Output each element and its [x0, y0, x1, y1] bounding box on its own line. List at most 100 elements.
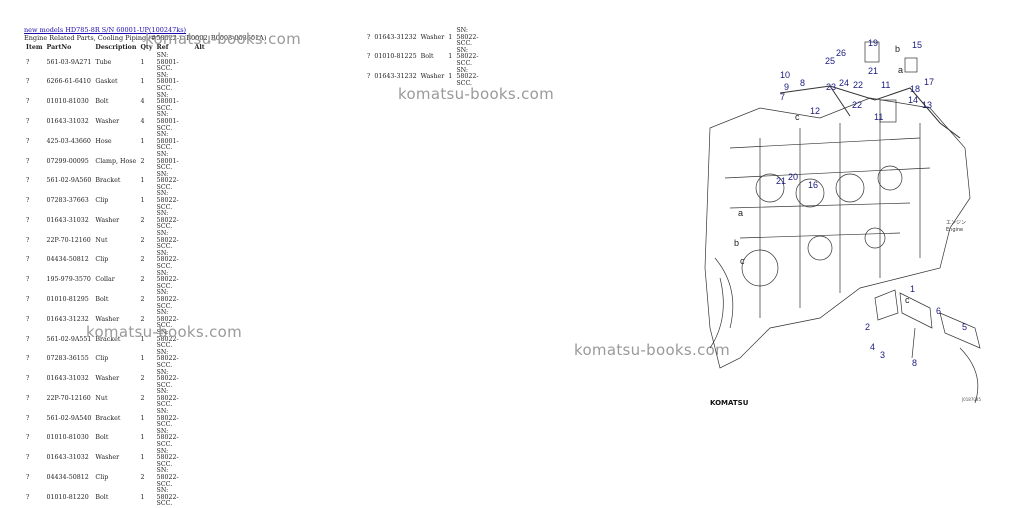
item-cell: ?	[26, 78, 30, 86]
alt-cell	[193, 370, 207, 390]
qty-cell: 2	[140, 256, 145, 264]
alt-cell	[193, 112, 207, 132]
svg-text:a: a	[738, 208, 743, 218]
item-cell: ?	[26, 197, 30, 205]
description-cell: Bolt	[95, 493, 109, 501]
part-number-cell: 04434-50812	[46, 474, 89, 481]
item-cell: ?	[26, 157, 30, 165]
item-cell: ?	[26, 414, 30, 422]
svg-text:3: 3	[880, 350, 885, 360]
alt-cell	[193, 409, 207, 429]
model-link[interactable]: new models HD785-8R S/N 60001-UP(100247k…	[24, 26, 187, 34]
alt-cell	[193, 211, 207, 231]
item-cell: ?	[26, 295, 30, 303]
svg-text:22: 22	[852, 100, 862, 110]
svg-text:11: 11	[881, 80, 890, 90]
qty-cell: 2	[140, 157, 145, 165]
alt-cell	[193, 172, 207, 192]
engine-label-jp: エンジン	[946, 220, 966, 226]
description-cell: Washer	[95, 375, 120, 383]
svg-text:26: 26	[836, 48, 846, 58]
description-cell: Bolt	[95, 434, 109, 442]
part-number-cell: 01643-31032	[46, 454, 89, 462]
ref-cell: SN: 58022-SCC.	[156, 388, 179, 409]
qty-cell: 4	[140, 117, 145, 125]
part-number-cell: 6266-61-6410	[46, 78, 91, 86]
part-number-cell: 01010-81220	[46, 493, 89, 501]
svg-text:c: c	[795, 112, 800, 122]
part-number-cell: 561-02-9A551	[46, 335, 92, 343]
description-cell: Bolt	[95, 98, 109, 106]
engine-outline	[704, 97, 971, 369]
item-cell: ?	[26, 236, 30, 244]
item-cell: ?	[26, 375, 30, 383]
ref-cell: SN: 58022-SCC.	[156, 230, 179, 251]
svg-text:18: 18	[910, 84, 920, 94]
item-cell: ?	[26, 394, 30, 402]
alt-cell	[193, 191, 207, 211]
svg-text:c: c	[905, 295, 910, 305]
alt-cell	[193, 231, 207, 251]
alt-cell	[193, 271, 207, 291]
item-cell: ?	[26, 335, 30, 343]
alt-cell	[193, 350, 207, 370]
qty-cell: 1	[140, 493, 145, 501]
ref-cell: SN: 58022-SCC.	[156, 328, 179, 350]
item-cell: ?	[26, 58, 30, 66]
qty-cell: 2	[140, 216, 145, 224]
description-cell: Nut	[95, 236, 108, 244]
part-number-cell: 425-03-43660	[46, 137, 91, 145]
svg-text:19: 19	[868, 38, 878, 48]
svg-text:c: c	[740, 256, 745, 266]
description-cell: Washer	[95, 454, 120, 462]
svg-text:13: 13	[922, 100, 932, 110]
item-cell: ?	[26, 355, 30, 363]
svg-text:5: 5	[962, 322, 967, 332]
ref-cell: SN: 58022-SCC.	[156, 487, 179, 508]
ref-cell: SN: 58022-SCC.	[156, 289, 179, 310]
svg-text:15: 15	[912, 40, 922, 50]
ref-cell: SN: 58022-SCC.	[156, 210, 179, 231]
watermark: komatsu-books.com	[145, 30, 302, 48]
svg-text:16: 16	[808, 180, 818, 190]
ref-cell: SN: 58022-SCC.	[156, 408, 179, 429]
alt-cell	[193, 251, 207, 271]
part-number-cell: 195-979-3570	[46, 276, 91, 284]
alt-cell	[193, 429, 207, 449]
svg-text:10: 10	[780, 70, 790, 80]
svg-text:6: 6	[936, 306, 941, 316]
ref-cell: SN: 58022-SCC.	[156, 427, 179, 449]
column-header: Description	[95, 44, 137, 52]
part-number-cell: 561-02-9A560	[46, 177, 92, 185]
ref-cell: SN: 58022-SCC.	[156, 348, 179, 369]
part-number-cell: 22P-70-12160	[46, 236, 91, 244]
description-cell: Clip	[95, 474, 109, 481]
svg-text:23: 23	[826, 82, 836, 92]
alt-cell	[193, 93, 207, 113]
description-cell: Hose	[95, 137, 112, 145]
part-number-cell: 01010-81030	[46, 98, 89, 106]
ref-cell: SN: 58001-SCC.	[156, 91, 179, 112]
ref-cell: SN: 58022-SCC.	[456, 46, 479, 67]
description-cell: Clip	[95, 256, 109, 264]
part-number-cell: 01643-31232	[374, 73, 417, 81]
part-number-cell: 01643-31032	[46, 216, 89, 224]
item-cell: ?	[26, 474, 30, 481]
description-cell: Clip	[95, 197, 109, 205]
svg-text:11: 11	[874, 112, 883, 122]
ref-cell: SN: 58022-SCC.	[456, 66, 479, 87]
item-cell: ?	[26, 177, 30, 185]
svg-text:1: 1	[910, 284, 915, 294]
